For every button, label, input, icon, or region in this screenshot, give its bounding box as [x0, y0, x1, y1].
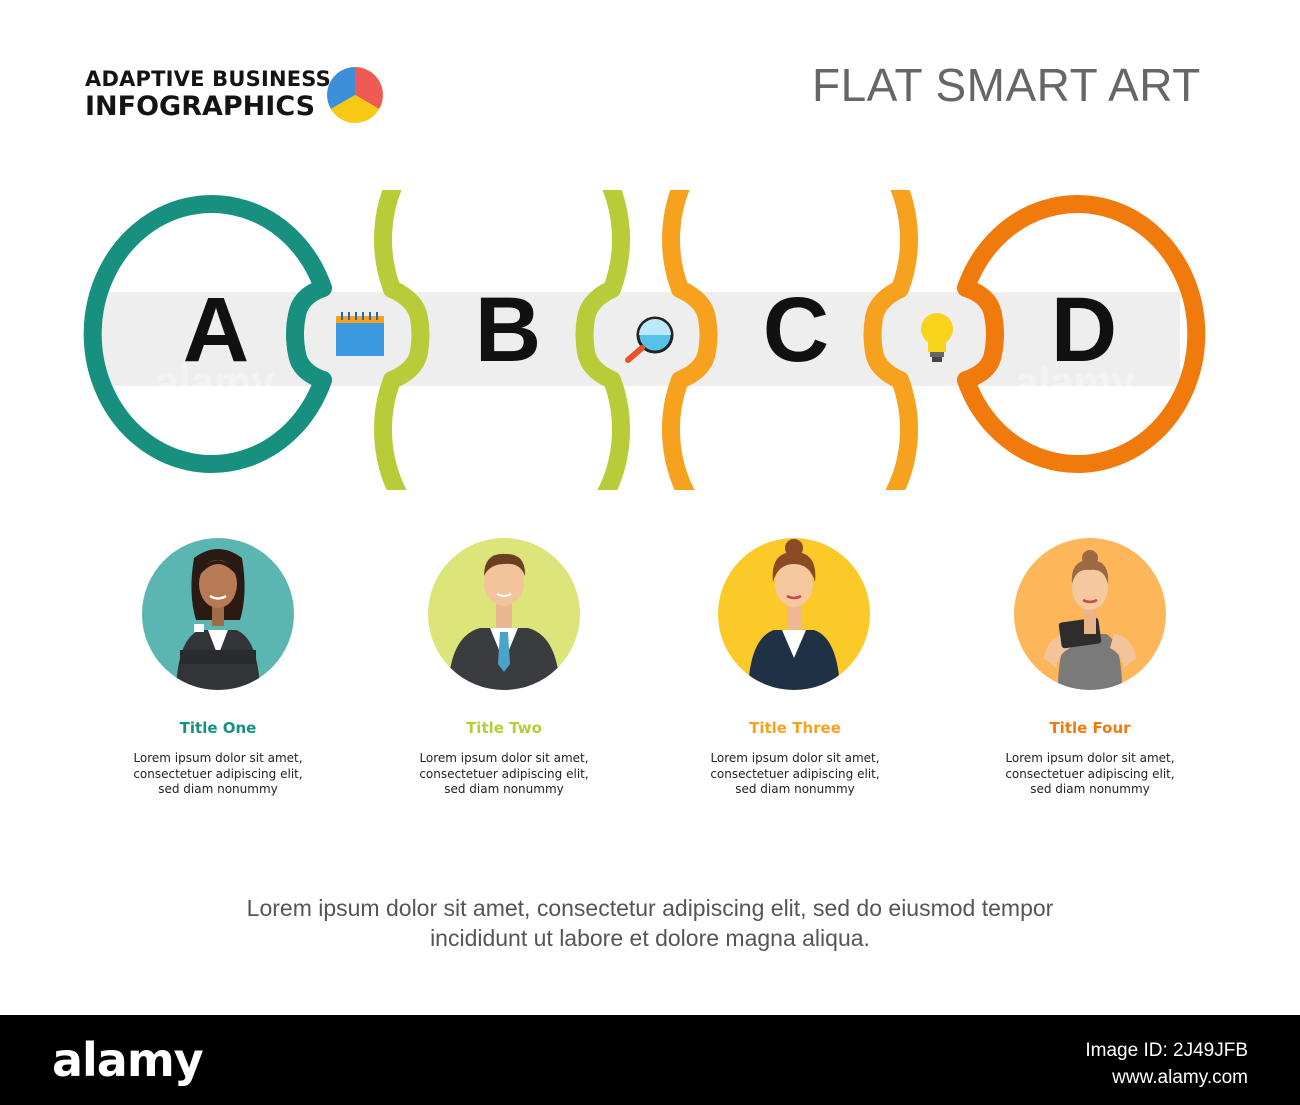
- card-body-2: Lorem ipsum dolor sit amet, consectetuer…: [419, 751, 589, 796]
- ring-c-notch-left: [671, 280, 718, 389]
- stage-letter-c: C: [762, 279, 830, 381]
- person-illustration: [176, 549, 260, 690]
- card-body-1: Lorem ipsum dolor sit amet, consectetuer…: [133, 751, 303, 796]
- stage-letter-a: A: [182, 279, 250, 381]
- watermark-2: alamy: [1015, 358, 1135, 405]
- ring-c-bottom: [662, 371, 918, 490]
- avatar-businesswoman-1: [142, 538, 294, 690]
- ring-c-notch-right: [863, 280, 909, 389]
- site-url: www.alamy.com: [1112, 1067, 1248, 1088]
- alamy-logo: alamy: [52, 1033, 204, 1087]
- ring-b-bottom: [374, 371, 630, 490]
- image-id-label: Image ID: 2J49JFB: [1085, 1040, 1248, 1061]
- ring-a-notch: [286, 279, 332, 389]
- person-illustration: [748, 539, 840, 690]
- footer-paragraph: Lorem ipsum dolor sit amet, consectetur …: [246, 895, 1054, 951]
- person-illustration: [448, 553, 560, 690]
- brand-line-1: ADAPTIVE BUSINESS: [85, 67, 331, 91]
- card-title-2: Title Two: [466, 719, 542, 737]
- person-illustration: [1044, 550, 1136, 690]
- ring-b-top: [374, 190, 630, 298]
- avatar-businesswoman-2: [718, 538, 870, 690]
- ring-c-top: [662, 190, 918, 298]
- chain-diagram: alamy alamy A B C D: [0, 190, 1300, 490]
- pie-chart-icon: [327, 67, 383, 123]
- avatar-woman-tablet: [1014, 538, 1166, 690]
- brand-line-2: INFOGRAPHICS: [85, 91, 316, 122]
- ring-a: [83, 195, 332, 473]
- card-title-4: Title Four: [1049, 719, 1131, 737]
- watermark-1: alamy: [155, 358, 275, 405]
- avatar-businessman: [428, 538, 580, 690]
- card-title-3: Title Three: [749, 719, 841, 737]
- card-body-3: Lorem ipsum dolor sit amet, consectetuer…: [710, 751, 880, 796]
- magnifier-icon: [625, 316, 674, 363]
- ring-b-notch-left: [383, 280, 430, 389]
- card-body-4: Lorem ipsum dolor sit amet, consectetuer…: [1005, 751, 1175, 796]
- stock-credit-bar: alamy Image ID: 2J49JFB www.alamy.com: [0, 1015, 1300, 1105]
- brand-logo: ADAPTIVE BUSINESS INFOGRAPHICS: [85, 66, 331, 122]
- ring-b-notch-right: [575, 280, 621, 389]
- lightbulb-icon: [921, 313, 953, 362]
- stage-letter-d: D: [1050, 279, 1118, 381]
- page-title: FLAT SMART ART: [812, 59, 1201, 111]
- calendar-icon: [336, 312, 384, 356]
- ring-d: [957, 195, 1206, 473]
- ring-d-notch: [957, 279, 1004, 389]
- card-title-1: Title One: [179, 719, 257, 737]
- stage-letter-b: B: [474, 279, 542, 381]
- chain-graphic: [83, 190, 1206, 490]
